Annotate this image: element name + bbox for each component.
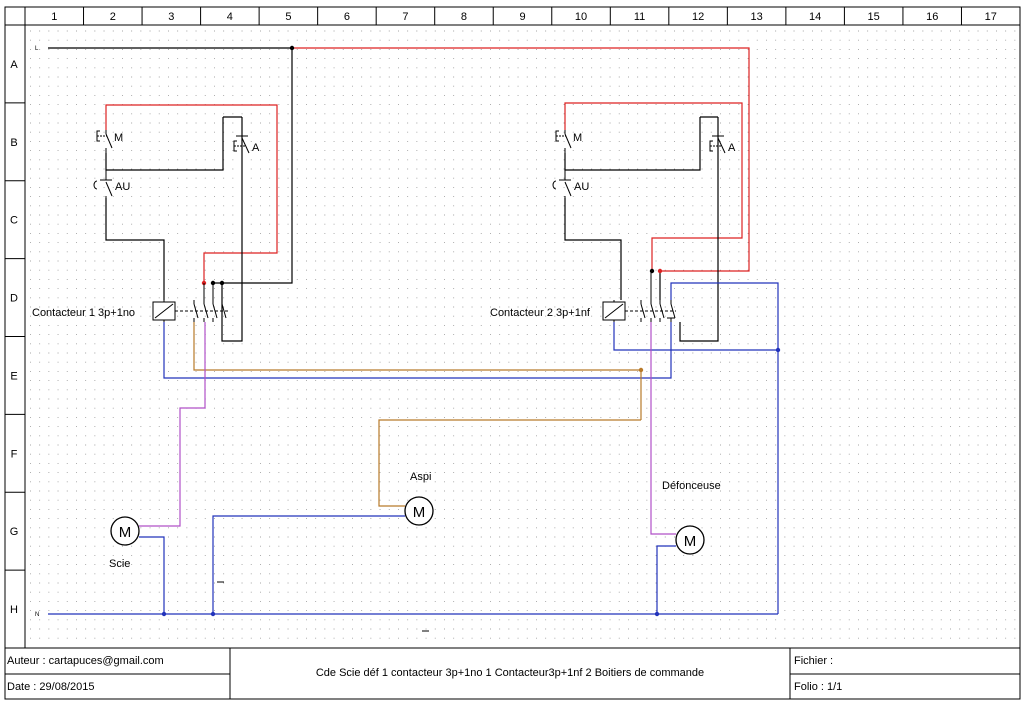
dot-grid [30,30,1016,639]
title-block [5,647,1020,699]
column-header-14: 14 [809,11,821,23]
coil2-blue-return [613,322,778,351]
column-header-15: 15 [868,11,880,23]
column-header-8: 8 [461,11,467,23]
row-header-F: F [11,448,18,460]
au2-label: AU [574,181,589,193]
column-header-12: 12 [692,11,704,23]
pushbutton-a2 [709,117,726,160]
contactor-1-label: Contacteur 1 3p+1no [32,307,135,319]
column-header-3: 3 [168,11,174,23]
motor-saw-label: Scie [109,558,130,570]
row-header-C: C [10,215,18,227]
pushbutton-m1 [96,130,113,153]
box2-red-loop [564,102,743,271]
rail-l-red-wire [292,47,750,272]
router-purple-wire [650,322,676,535]
brown-link-wire [193,322,642,420]
title-file: Fichier : [794,655,834,667]
pushbutton-au2 [552,153,572,198]
title-author: Auteur : cartapuces@gmail.com [7,655,164,667]
grid-dots [30,30,1016,639]
motor-saw: M [110,516,140,546]
blue-right-bus [670,282,779,614]
router-n-return [656,545,676,614]
motor-router-label: Défonceuse [662,480,721,492]
column-header-17: 17 [985,11,997,23]
title-description: Cde Scie déf 1 contacteur 3p+1no 1 Conta… [315,667,705,679]
m1-label: M [114,132,123,144]
box1-l-drop [213,48,293,284]
column-header-4: 4 [227,11,233,23]
pushbutton-m2 [555,130,572,153]
column-header-1: 1 [51,11,57,23]
box1-red-loop [105,104,278,283]
row-header-A: A [10,59,18,71]
a1-label: A [252,142,260,154]
aspi-n-return [212,515,405,614]
aspi-brown-wire [378,419,641,507]
motor-saw-symbol: M [119,524,132,541]
pushbutton-a1 [233,117,250,160]
row-header-H: H [10,604,18,616]
motor-router-symbol: M [684,533,697,550]
saw-n-return [139,536,165,614]
a2-label: A [728,142,736,154]
column-header-11: 11 [634,11,645,23]
box1-a-return [221,117,243,342]
column-header-13: 13 [750,11,762,23]
column-header-5: 5 [285,11,291,23]
row-headers: A B C D E F G H [5,59,25,616]
row-header-G: G [10,526,19,538]
motor-aspi-label: Aspi [410,471,431,483]
au1-label: AU [115,181,130,193]
contactor-2 [602,271,676,322]
motor-aspi: M [404,496,434,526]
box2-black-loop [564,117,701,171]
box2-a-return [679,117,719,342]
rail-l-tag: L [35,46,39,52]
motor-aspi-symbol: M [413,504,426,521]
saw-purple-wire [139,322,206,527]
contactor-1 [152,283,228,322]
box1-black-feed [105,198,165,300]
motor-router: M [675,525,705,555]
row-header-D: D [10,293,18,305]
column-header-10: 10 [575,11,587,23]
rail-n-tag: N [35,612,39,618]
box1-black-loop [105,117,224,171]
pushbutton-au1 [93,153,113,198]
column-header-16: 16 [926,11,938,23]
box2-black-feed [564,198,622,300]
title-date: Date : 29/08/2015 [7,681,95,693]
column-header-9: 9 [519,11,525,23]
row-header-E: E [10,370,17,382]
contactor-2-label: Contacteur 2 3p+1nf [490,307,591,319]
m2-label: M [573,132,582,144]
row-header-B: B [10,137,17,149]
column-header-6: 6 [344,11,350,23]
column-header-7: 7 [402,11,408,23]
sheet-frame [4,6,1021,700]
column-header-2: 2 [110,11,116,23]
title-folio: Folio : 1/1 [794,681,843,693]
